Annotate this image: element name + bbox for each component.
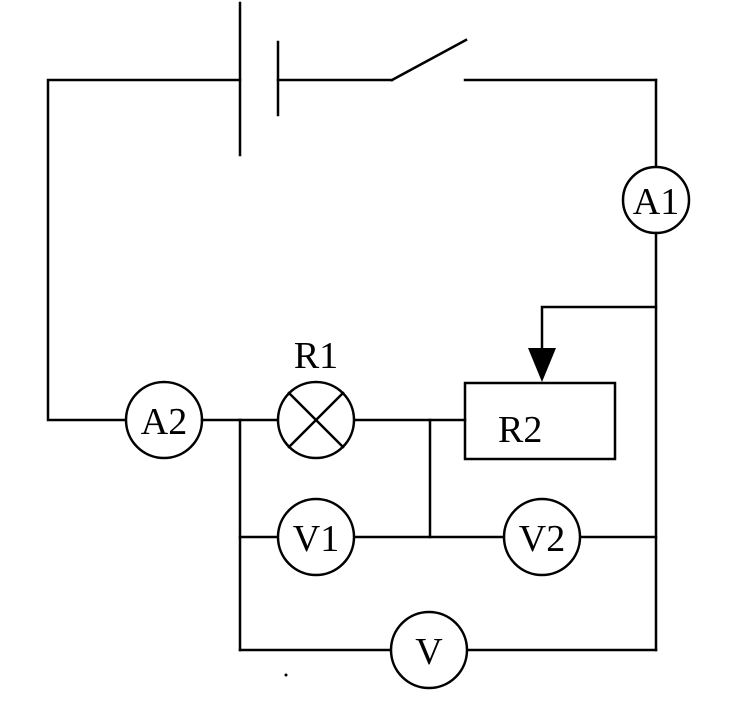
voltmeter-v: V (389, 610, 469, 690)
top-wire (46, 78, 658, 422)
resistor-r2-label: R2 (498, 409, 542, 451)
voltmeter-v2-label: V2 (519, 518, 565, 560)
voltmeter-v-label: V (415, 631, 443, 673)
slider-arrow-icon (528, 348, 556, 382)
middle-wires (200, 418, 467, 652)
ammeter-a2: A2 (124, 380, 204, 460)
ammeter-a2-label: A2 (141, 401, 187, 443)
battery-symbol (238, 1, 280, 157)
resistor-r2: R2 (463, 381, 617, 461)
lamp-r1: R1 (276, 335, 356, 460)
ammeter-a1: A1 (621, 165, 691, 235)
switch-symbol (390, 38, 468, 82)
lamp-r1-label: R1 (294, 335, 338, 377)
ammeter-a1-label: A1 (633, 181, 679, 223)
voltmeter-v2: V2 (502, 497, 582, 577)
voltmeter-v1: V1 (276, 497, 356, 577)
rheostat-slider (528, 305, 658, 382)
voltmeter-v1-label: V1 (293, 518, 339, 560)
stray-dot (284, 673, 288, 677)
